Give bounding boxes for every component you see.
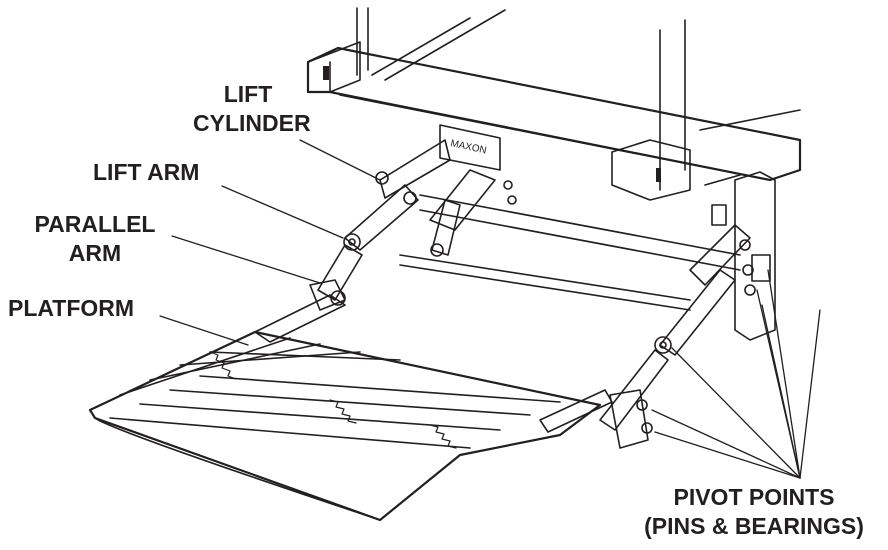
label-pivot-points-line2: (PINS & BEARINGS)	[644, 513, 864, 539]
pivot-leader-4	[799, 309, 821, 479]
label-lift-arm-text: LIFT ARM	[93, 159, 200, 185]
label-parallel-arm-line1: PARALLEL	[34, 211, 156, 237]
parallel-arm-leader	[171, 235, 321, 284]
pivot-leader-6	[651, 409, 801, 479]
lift-arm-leader	[221, 185, 344, 239]
label-parallel-arm-line2: ARM	[68, 240, 122, 266]
lift-cylinder-leader	[299, 139, 381, 181]
lift-mechanism	[309, 139, 771, 449]
label-lift-cylinder-line1: LIFT	[223, 81, 273, 107]
label-lift-cylinder-line2: CYLINDER	[193, 110, 311, 136]
leader-lines	[159, 139, 821, 479]
platform-drawing	[88, 294, 613, 522]
label-lift-cylinder: LIFT CYLINDER	[193, 80, 311, 138]
label-pivot-points-line1: PIVOT POINTS	[673, 484, 835, 510]
label-lift-arm: LIFT ARM	[93, 158, 199, 187]
label-parallel-arm: PARALLEL ARM	[20, 210, 170, 268]
pivot-leader-2	[761, 304, 801, 479]
pivot-leader-5	[671, 347, 801, 479]
pivot-leader-3	[767, 269, 801, 479]
platform-leader	[159, 315, 249, 346]
svg-text:MAXON: MAXON	[449, 138, 487, 156]
vehicle-body: MAXON	[306, 7, 802, 341]
label-platform: PLATFORM	[8, 294, 134, 323]
pivot-leader-7	[654, 431, 801, 479]
label-platform-text: PLATFORM	[8, 295, 135, 321]
label-pivot-points: PIVOT POINTS (PINS & BEARINGS)	[624, 483, 884, 541]
